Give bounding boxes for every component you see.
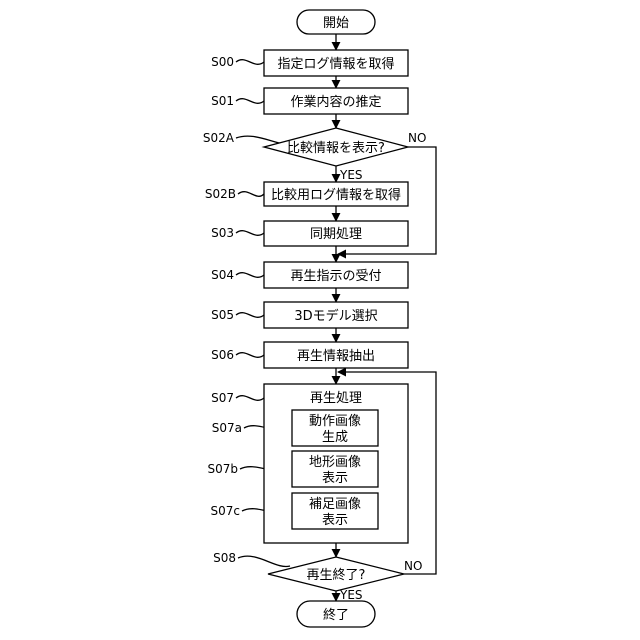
s07a-id: S07a: [212, 421, 242, 435]
s07c-id: S07c: [211, 504, 240, 518]
leader-s05: [236, 313, 264, 318]
s02a-id: S02A: [203, 131, 235, 145]
s04-id: S04: [211, 268, 234, 282]
s01-label: 作業内容の推定: [290, 94, 381, 110]
s07-label: 再生処理: [310, 391, 362, 406]
s02a-yes-label: YES: [339, 168, 363, 182]
s00-id: S00: [211, 55, 234, 69]
leader-s01: [236, 99, 264, 104]
s03-label: 同期処理: [310, 227, 362, 242]
s07a-label-line1: 動作画像: [309, 414, 361, 429]
s07b-label-line2: 表示: [322, 471, 348, 486]
start-label: 開始: [323, 16, 349, 31]
s07a-label-line2: 生成: [322, 430, 348, 445]
leader-s00: [236, 60, 264, 65]
leader-s06: [236, 353, 264, 358]
leader-s07: [236, 396, 264, 401]
s08-no-label: NO: [404, 559, 422, 573]
s08-yes-label: YES: [339, 588, 363, 602]
s05-label: 3Dモデル選択: [294, 308, 377, 324]
step-ids: S00 S01 S02A S02B S03 S04 S05 S06 S07 S0…: [203, 55, 242, 565]
leader-s03: [236, 231, 264, 236]
s07c-label-line2: 表示: [322, 513, 348, 528]
s01-id: S01: [211, 94, 234, 108]
s02b-id: S02B: [205, 187, 236, 201]
s06-label: 再生情報抽出: [297, 349, 375, 364]
end-label: 終了: [323, 607, 349, 623]
s05-id: S05: [211, 308, 234, 322]
s07b-id: S07b: [207, 462, 238, 476]
s03-id: S03: [211, 226, 234, 240]
s04-label: 再生指示の受付: [290, 269, 381, 284]
s02a-no-label: NO: [408, 131, 426, 145]
s07c-label-line1: 補足画像: [309, 497, 361, 512]
s06-id: S06: [211, 348, 234, 362]
leader-s04: [236, 273, 264, 278]
leader-s08: [238, 556, 290, 566]
s00-label: 指定ログ情報を取得: [277, 56, 394, 72]
s08-label: 再生終了?: [307, 567, 366, 583]
s08-id: S08: [213, 551, 236, 565]
s02b-label: 比較用ログ情報を取得: [271, 187, 401, 203]
s02a-label: 比較情報を表示?: [287, 141, 385, 156]
s07b-label-line1: 地形画像: [309, 455, 361, 470]
s07-id: S07: [211, 391, 234, 405]
leader-s02b: [238, 192, 264, 197]
